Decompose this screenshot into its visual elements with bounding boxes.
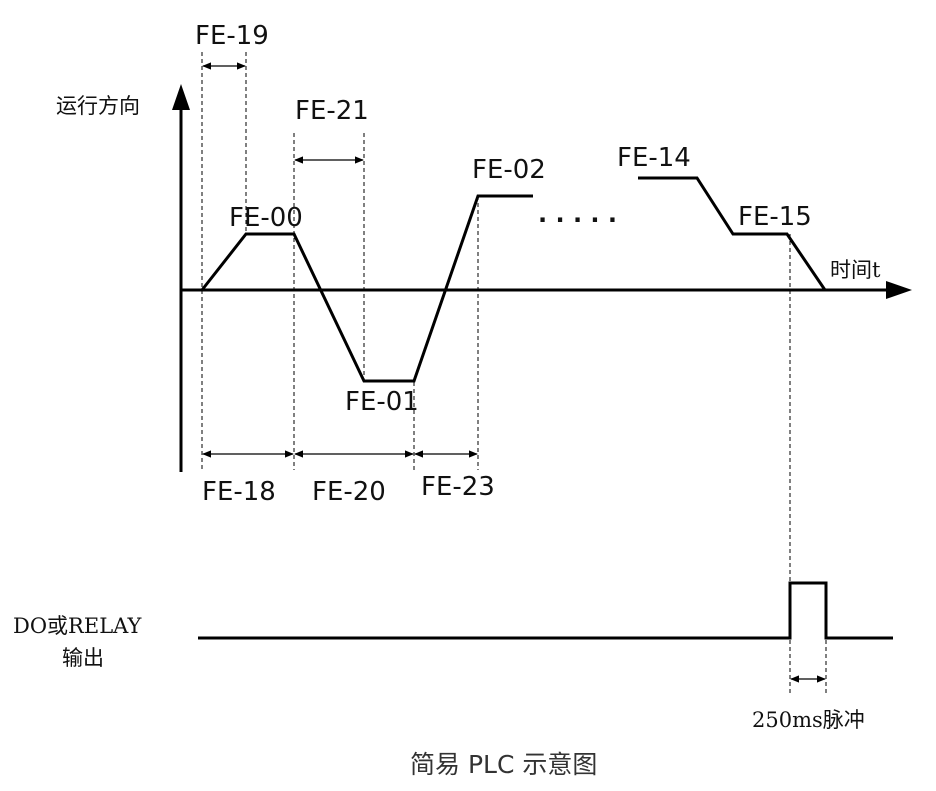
- pulse-width-label: 250ms脉冲: [752, 708, 865, 732]
- output-label-line1: DO或RELAY: [13, 614, 142, 638]
- speed-profile-tail-line: [638, 176, 827, 291]
- ellipsis-dots: · · · · ·: [538, 206, 617, 234]
- output-signal-line: [198, 581, 893, 640]
- interval-label-fe23: FE-23: [421, 472, 495, 502]
- figure-caption: 简易 PLC 示意图: [410, 750, 597, 779]
- y-axis-label: 运行方向: [56, 94, 140, 118]
- segment-label-fe15: FE-15: [738, 202, 812, 232]
- segment-label-fe00: FE-00: [229, 203, 303, 233]
- segment-label-fe01: FE-01: [345, 387, 419, 417]
- interval-label-fe19: FE-19: [195, 21, 269, 51]
- interval-label-fe18: FE-18: [202, 477, 276, 507]
- speed-profile-line: [200, 194, 533, 383]
- output-label-line2: 输出: [62, 646, 104, 670]
- y-axis: [172, 84, 190, 472]
- guide-lines: [201, 52, 827, 695]
- segment-label-fe14: FE-14: [617, 143, 691, 173]
- interval-label-fe21: FE-21: [295, 96, 369, 126]
- segment-label-fe02: FE-02: [472, 155, 546, 185]
- interval-label-fe20: FE-20: [312, 477, 386, 507]
- x-axis: [181, 281, 912, 299]
- x-axis-label: 时间t: [830, 258, 881, 282]
